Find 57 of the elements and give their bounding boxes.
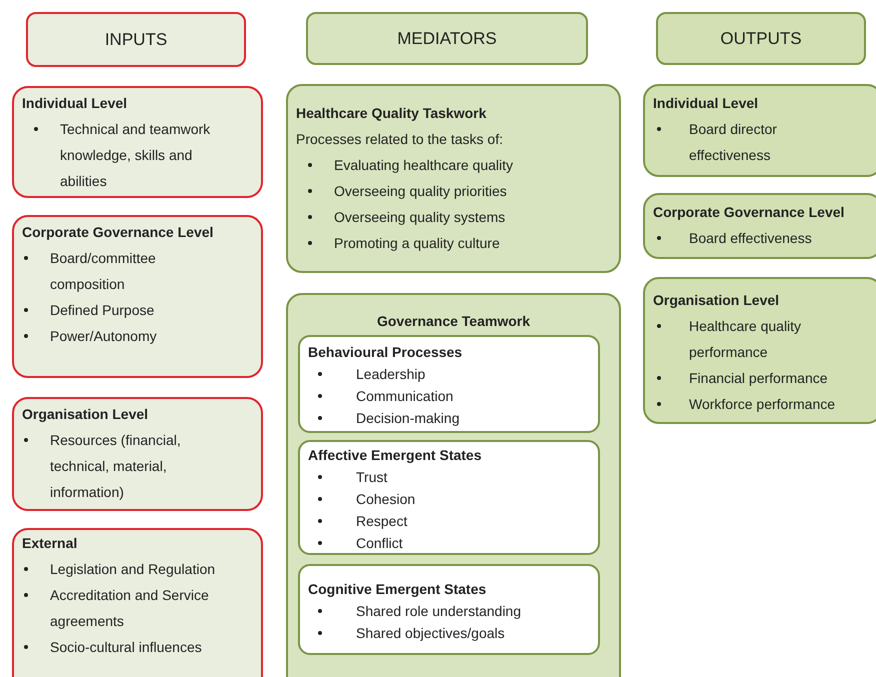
category-header [306,12,588,65]
list-item: Communication [308,385,590,407]
list-item: Power/Autonomy [22,323,223,349]
list-item: Trust [308,466,590,488]
list-item: Shared objectives/goals [308,622,590,644]
category-header [656,12,866,65]
list-item: Technical and teamwork knowledge, skills and abilities [22,116,231,194]
category-header [26,12,246,67]
list-item: Leadership [308,363,590,385]
list-item: Board director effectiveness [653,116,856,168]
section-heading: Organisation Level [653,291,780,310]
list-item: Promoting a quality culture [296,230,611,256]
list-item: Conflict [308,532,590,554]
section-heading: Individual Level [22,94,128,113]
list-item: Resources (financial, technical, material, information) [22,427,223,505]
mediator-card [286,84,621,273]
process-card [298,564,600,655]
process-card [298,335,600,433]
list-item: Overseeing quality priorities [296,178,611,204]
section-heading: Corporate Governance Level [653,203,846,222]
list-item: Socio-cultural influences [22,634,223,660]
section-heading: Organisation Level [22,405,150,424]
list-item: Respect [308,510,590,532]
mediator-card [286,293,621,677]
list-item: Accreditation and Service agreements [22,582,223,634]
list-item: Shared role understanding [308,600,590,622]
list-item: Legislation and Regulation [22,556,223,582]
list-item: Decision-making [308,407,590,429]
section-heading: External [22,534,78,553]
column-title: OUTPUTS [720,28,802,48]
section-heading: Individual Level [653,94,760,113]
column-title: INPUTS [104,30,168,50]
input-card [12,397,263,511]
output-card [643,193,876,259]
section-heading: Corporate Governance Level [22,223,214,242]
section-heading: Healthcare Quality Taskwork [296,104,488,123]
list-item: Financial performance [653,365,856,391]
list-item: Healthcare quality performance [653,313,856,365]
input-card [12,215,263,378]
list-item: Workforce performance [653,391,856,417]
input-card [12,528,263,677]
list-item: Cohesion [308,488,590,510]
column-title: MEDIATORS [397,28,497,48]
section-heading: Cognitive Emergent States [308,580,488,599]
section-heading: Affective Emergent States [308,446,483,465]
output-card [643,84,876,177]
description-text: Processes related to the tasks of: [296,130,504,149]
list-item: Evaluating healthcare quality [296,152,611,178]
process-card [298,440,600,555]
section-heading: Governance Teamwork [376,312,532,331]
input-card [12,86,263,198]
output-card [643,277,876,424]
list-item: Board/committee composition [22,245,223,297]
section-heading: Behavioural Processes [308,343,464,362]
list-item: Board effectiveness [653,225,873,251]
list-item: Overseeing quality systems [296,204,611,230]
list-item: Defined Purpose [22,297,223,323]
